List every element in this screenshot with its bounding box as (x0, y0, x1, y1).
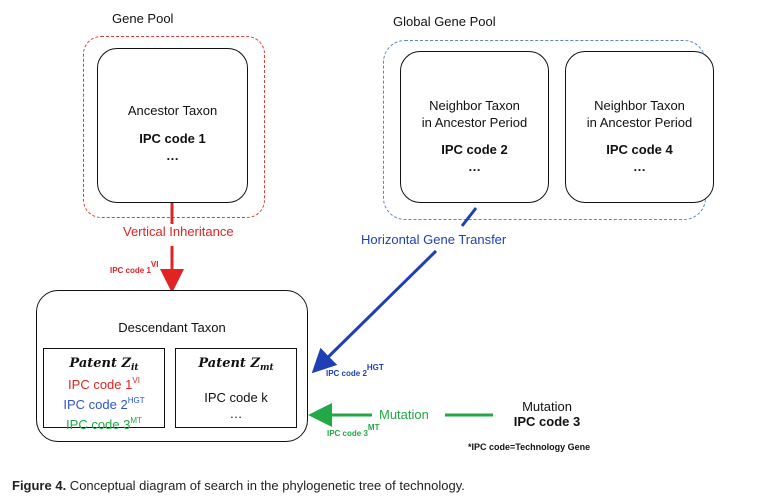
mutation-source: Mutation IPC code 3 (502, 399, 592, 429)
patent-zit-code3: IPC code 3MT (66, 416, 142, 432)
ancestor-taxon-box: Ancestor Taxon IPC code 1 … (97, 48, 248, 203)
footnote: *IPC code=Technology Gene (468, 442, 591, 452)
caption-prefix: Figure 4. (12, 478, 67, 493)
ancestor-ellipsis: … (166, 148, 179, 163)
horizontal-gene-transfer-label: Horizontal Gene Transfer (361, 232, 507, 247)
neighbor-taxon-1-ellipsis: … (468, 159, 481, 174)
mt-arrow-label: IPC code 3MT (327, 423, 380, 438)
patent-zmt-code-k: IPC code k (204, 390, 268, 405)
neighbor-taxon-1-title-line2: in Ancestor Period (421, 115, 528, 130)
patent-zmt-title: Patent Zmt (198, 356, 274, 373)
neighbor-taxon-box-2: Neighbor Taxon in Ancestor Period IPC co… (565, 51, 714, 203)
neighbor-taxon-1-title-line1: Neighbor Taxon (429, 98, 520, 113)
hgt-stub (460, 207, 478, 227)
neighbor-taxon-2-ellipsis: … (633, 159, 646, 174)
vertical-inheritance-label: Vertical Inheritance (123, 224, 234, 239)
mutation-arrow-label: Mutation (379, 407, 429, 422)
vi-arrow-label: IPC code 1VI (110, 260, 159, 275)
gene-pool-boundary (83, 36, 265, 218)
patent-zmt-box: Patent Zmt IPC code k … (175, 348, 297, 428)
gene-pool-label: Gene Pool (112, 11, 174, 26)
caption-text: Conceptual diagram of search in the phyl… (66, 478, 465, 493)
ancestor-taxon-title: Ancestor Taxon (127, 103, 218, 118)
patent-zit-code1: IPC code 1VI (68, 376, 140, 392)
patent-zit-box: Patent Zit IPC code 1VI IPC code 2HGT IP… (43, 348, 165, 432)
neighbor-taxon-2-title-line1: Neighbor Taxon (594, 98, 685, 113)
ancestor-ipc-code: IPC code 1 (139, 131, 206, 146)
mutation-source-code: IPC code 3 (513, 414, 581, 429)
neighbor-taxon-2-ipc-code: IPC code 4 (606, 142, 673, 157)
global-gene-pool-label: Global Gene Pool (393, 14, 496, 29)
patent-zit-title: Patent Zit (69, 356, 139, 373)
mutation-source-title: Mutation (522, 399, 572, 414)
patent-zmt-ellipsis: … (229, 406, 243, 421)
neighbor-taxon-2-title-line2: in Ancestor Period (586, 115, 693, 130)
figure-caption: Figure 4. Conceptual diagram of search i… (12, 478, 465, 493)
descendant-taxon-title: Descendant Taxon (118, 320, 226, 335)
neighbor-taxon-box-1: Neighbor Taxon in Ancestor Period IPC co… (400, 51, 549, 203)
hgt-arrow-label: IPC code 2HGT (326, 363, 384, 378)
neighbor-taxon-1-ipc-code: IPC code 2 (441, 142, 508, 157)
patent-zit-code2: IPC code 2HGT (63, 396, 145, 412)
hgt-arrow (311, 249, 438, 374)
